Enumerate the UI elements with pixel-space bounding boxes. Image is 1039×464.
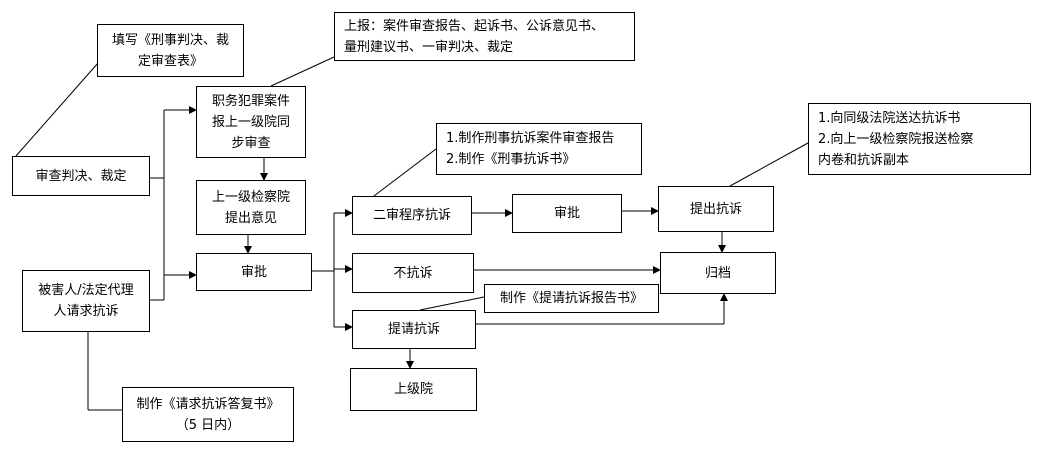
no-protest-text: 不抗诉 [393, 265, 433, 281]
second-instance-protest-text: 二审程序抗诉 [372, 208, 451, 223]
make-request-report-text: 制作《提请抗诉报告书》 [499, 291, 643, 306]
job-crime-text: 职务犯罪案件 报上一级院同 步审查 [211, 93, 290, 151]
file-protest-box: 提出抗诉 [658, 186, 774, 232]
request-protest-box: 提请抗诉 [352, 310, 476, 349]
approve-main-text: 审批 [240, 264, 267, 280]
fill-review-form-box: 填写《刑事判决、裁 定审查表》 [97, 24, 244, 77]
upper-court-text: 上级院 [393, 382, 433, 397]
upper-opinion-text: 上一级检察院 提出意见 [211, 189, 290, 226]
victim-request-box: 被害人/法定代理 人请求抗诉 [22, 270, 150, 332]
fill-review-form-text: 填写《刑事判决、裁 定审查表》 [111, 32, 229, 69]
send-documents-box: 1.向同级法院送达抗诉书 2.向上一级检察院报送检察 内卷和抗诉副本 [808, 103, 1031, 175]
job-crime-box: 职务犯罪案件 报上一级院同 步审查 [196, 86, 306, 158]
review-judgment-box: 审查判决、裁定 [12, 156, 150, 196]
approve-second-box: 审批 [512, 194, 622, 233]
victim-request-text: 被害人/法定代理 人请求抗诉 [38, 283, 134, 319]
upper-opinion-box: 上一级检察院 提出意见 [196, 180, 306, 235]
request-protest-text: 提请抗诉 [387, 322, 440, 337]
upper-court-box: 上级院 [350, 368, 477, 411]
archive-text: 归档 [704, 265, 731, 281]
make-protest-docs-text: 1.制作刑事抗诉案件审查报告 2.制作《刑事抗诉书》 [446, 131, 615, 167]
approve-main-box: 审批 [196, 253, 312, 291]
report-documents-box: 上报：案件审查报告、起诉书、公诉意见书、 量刑建议书、一审判决、裁定 [334, 12, 635, 61]
make-protest-docs-box: 1.制作刑事抗诉案件审查报告 2.制作《刑事抗诉书》 [436, 123, 642, 175]
make-request-report-box: 制作《提请抗诉报告书》 [484, 284, 659, 313]
review-judgment-text: 审查判决、裁定 [35, 168, 127, 184]
no-protest-box: 不抗诉 [352, 253, 474, 293]
reply-document-box: 制作《请求抗诉答复书》 （5 日内） [122, 387, 294, 442]
second-instance-protest-box: 二审程序抗诉 [352, 196, 472, 235]
send-documents-text: 1.向同级法院送达抗诉书 2.向上一级检察院报送检察 内卷和抗诉副本 [818, 110, 974, 168]
report-documents-text: 上报：案件审查报告、起诉书、公诉意见书、 量刑建议书、一审判决、裁定 [344, 18, 605, 55]
reply-document-text: 制作《请求抗诉答复书》 （5 日内） [136, 396, 280, 433]
file-protest-text: 提出抗诉 [689, 201, 742, 217]
approve-second-text: 审批 [553, 206, 580, 221]
archive-box: 归档 [660, 252, 776, 294]
